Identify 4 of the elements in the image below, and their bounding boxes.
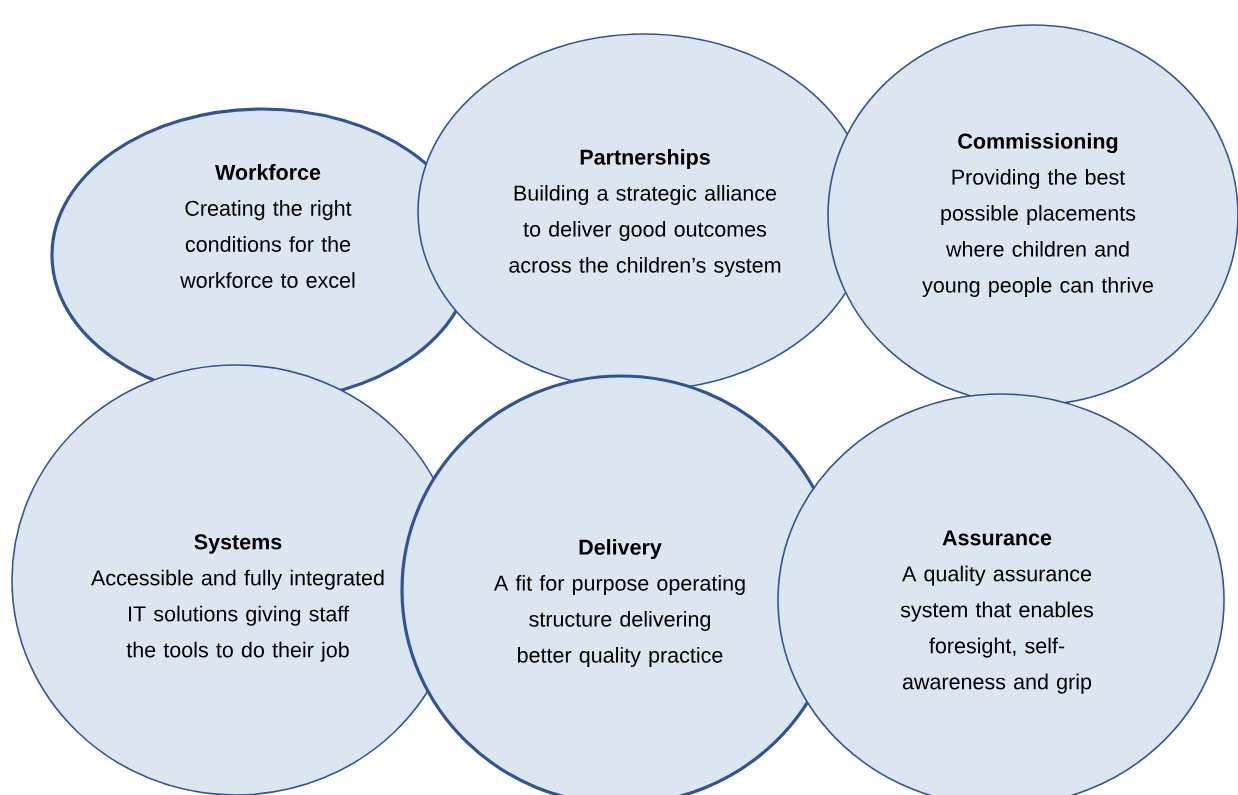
node-label: A quality assurance system that enables foresight, self-awareness and grip (900, 565, 1093, 694)
node-label: Assurance (942, 530, 1052, 546)
node-label: Delivery (579, 538, 662, 560)
node-label: A fit for purpose operating structure delivering better quality practice (493, 574, 745, 668)
